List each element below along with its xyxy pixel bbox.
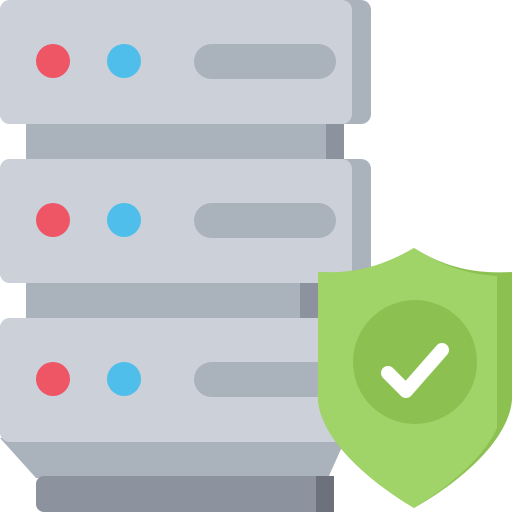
server-unit-middle <box>0 159 371 283</box>
drive-slot <box>194 203 336 238</box>
status-led-blue <box>107 44 141 78</box>
drive-slot <box>194 44 336 79</box>
checkmark-icon <box>381 343 449 398</box>
drive-slot <box>194 362 336 397</box>
status-led-red <box>36 203 70 237</box>
status-led-red <box>36 362 70 396</box>
rack-connector-middle <box>26 281 320 319</box>
server-rack-icon <box>0 0 371 512</box>
status-led-red <box>36 44 70 78</box>
rack-base <box>0 438 346 512</box>
server-unit-bottom <box>0 318 371 442</box>
shield-badge-circle <box>353 300 477 424</box>
status-led-blue <box>107 203 141 237</box>
status-led-blue <box>107 362 141 396</box>
shield-icon <box>318 248 512 508</box>
server-unit-top <box>0 0 371 124</box>
rack-connector-top <box>26 122 344 160</box>
